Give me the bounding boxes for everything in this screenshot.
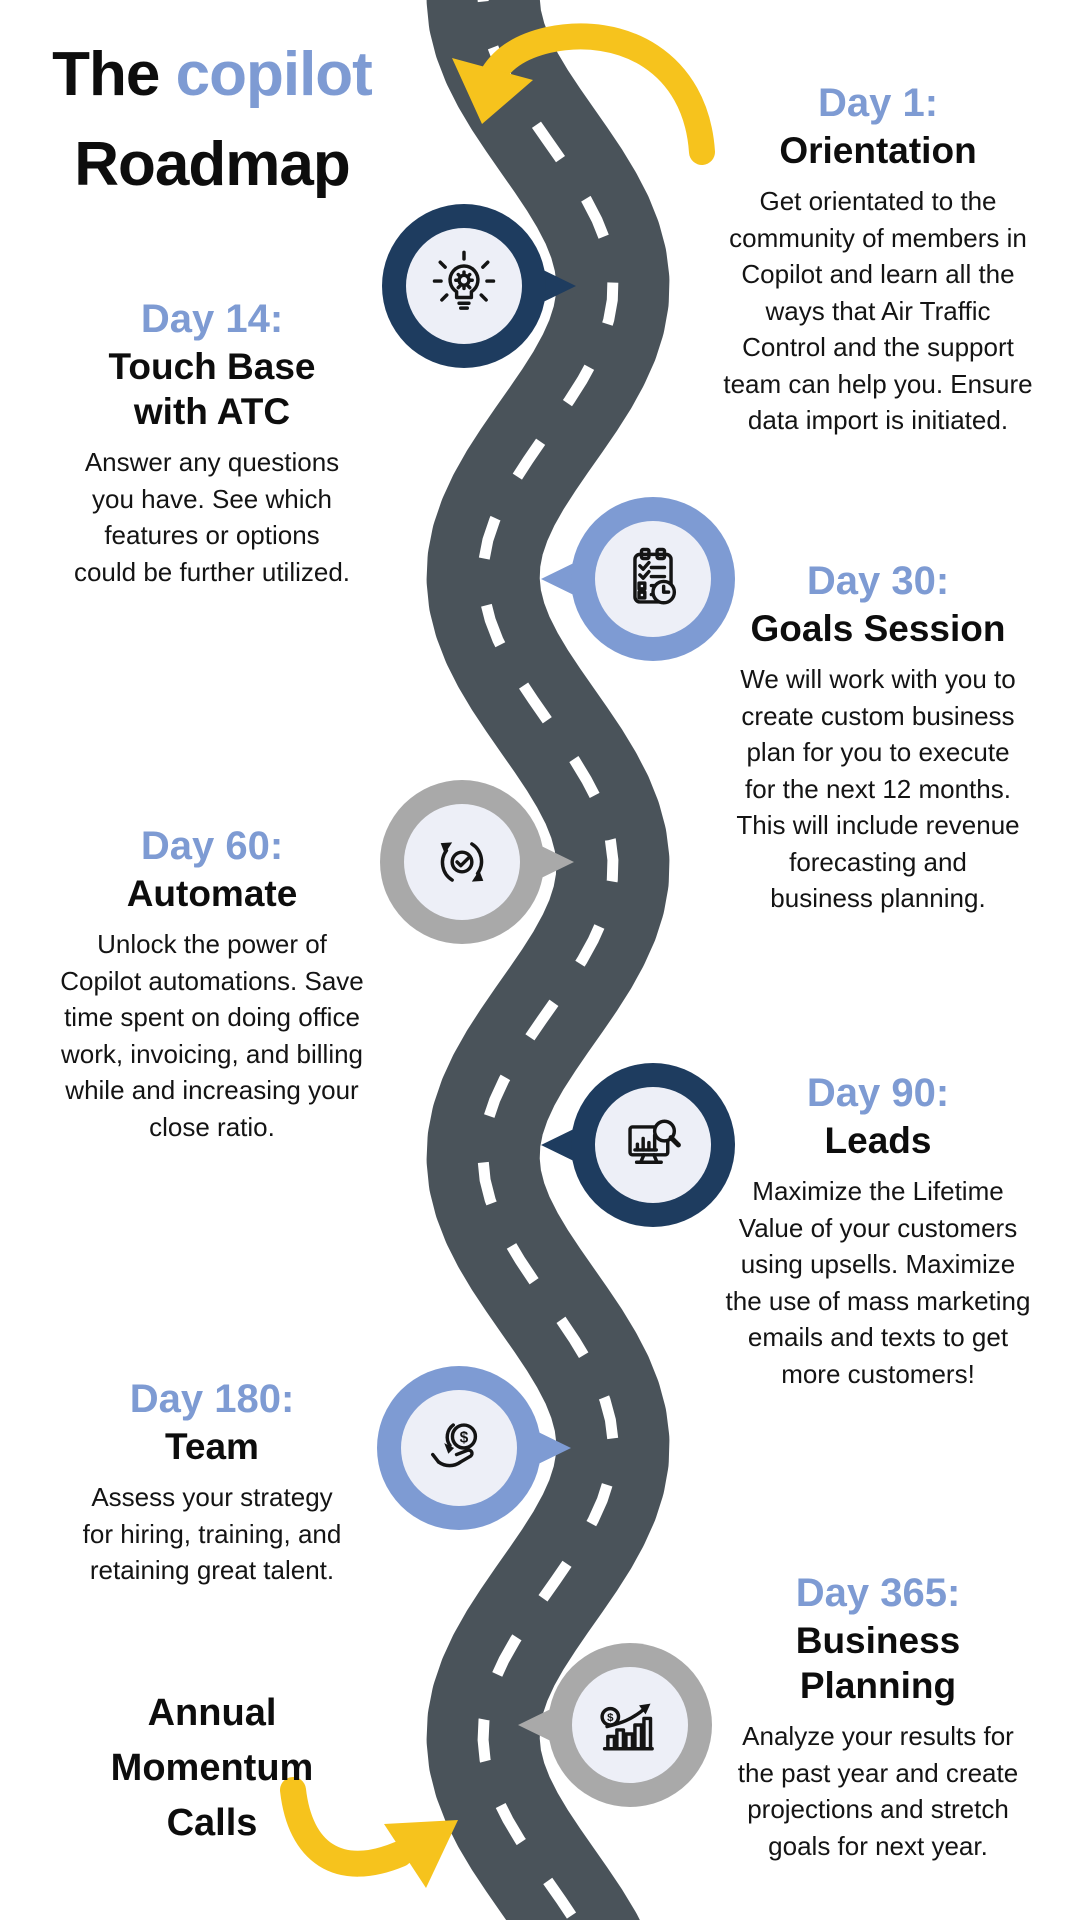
milestone-day365: Day 365: Business Planning Analyze your … bbox=[678, 1570, 1078, 1864]
milestone-body: Maximize the Lifetime Value of your cust… bbox=[725, 1176, 1031, 1389]
milestone-marker-day30 bbox=[541, 497, 735, 661]
milestone-body: We will work with you to create custom b… bbox=[736, 664, 1020, 913]
day-label: Day 90: bbox=[806, 1071, 950, 1115]
analytics-icon bbox=[628, 1119, 681, 1164]
checklist-icon bbox=[633, 547, 677, 605]
milestone-heading: Touch Base with ATC bbox=[108, 346, 316, 432]
milestone-marker-day90 bbox=[541, 1063, 735, 1227]
page-title-line1: The copilot bbox=[52, 40, 373, 109]
day-label: Day 14: bbox=[140, 297, 284, 341]
day-label: Day 30: bbox=[806, 559, 950, 603]
page-title: The copilot Roadmap bbox=[26, 30, 398, 210]
milestone-heading: Orientation bbox=[779, 130, 977, 171]
svg-text:$: $ bbox=[607, 1712, 614, 1724]
milestone-marker-day365: $ bbox=[518, 1643, 712, 1807]
milestone-day180: Day 180: Team Assess your strategy for h… bbox=[38, 1376, 386, 1589]
milestone-marker-day60 bbox=[380, 780, 574, 944]
milestone-body: Get orientated to the community of membe… bbox=[723, 186, 1033, 435]
milestone-day60: Day 60: Automate Unlock the power of Cop… bbox=[38, 823, 386, 1145]
marker-disc bbox=[595, 521, 711, 637]
milestone-day90: Day 90: Leads Maximize the Lifetime Valu… bbox=[678, 1070, 1078, 1392]
brand-word: copilot bbox=[175, 40, 373, 109]
milestone-heading: Leads bbox=[824, 1120, 932, 1161]
curved-arrow-top-icon bbox=[452, 23, 715, 165]
investment-icon: $ bbox=[431, 1423, 478, 1468]
annual-momentum-calls-label: Annual Momentum Calls bbox=[110, 1692, 314, 1844]
day-label: Day 1: bbox=[817, 81, 939, 125]
idea-icon bbox=[432, 250, 496, 310]
milestone-heading: Team bbox=[165, 1426, 259, 1467]
road-center-dashes bbox=[477, 0, 619, 1920]
page-title-line2: Roadmap bbox=[74, 130, 350, 199]
milestone-heading: Automate bbox=[126, 873, 298, 914]
milestone-heading: Goals Session bbox=[750, 608, 1006, 649]
milestone-body: Unlock the power of Copilot automations.… bbox=[60, 929, 364, 1142]
day-label: Day 180: bbox=[129, 1377, 295, 1421]
automation-icon bbox=[440, 842, 484, 882]
milestone-day30: Day 30: Goals Session We will work with … bbox=[678, 558, 1078, 917]
milestone-body: Answer any questions you have. See which… bbox=[73, 447, 351, 587]
milestone-body: Analyze your results for the past year a… bbox=[737, 1721, 1019, 1861]
curved-arrow-bottom-icon bbox=[280, 1777, 458, 1888]
milestone-heading: Business Planning bbox=[795, 1620, 961, 1706]
milestone-day14: Day 14: Touch Base with ATC Answer any q… bbox=[38, 296, 386, 590]
milestone-marker-day1 bbox=[382, 204, 576, 368]
day-label: Day 365: bbox=[795, 1571, 961, 1615]
marker-disc bbox=[572, 1667, 688, 1783]
milestone-body: Assess your strategy for hiring, trainin… bbox=[82, 1482, 342, 1585]
milestone-marker-day180: $ bbox=[377, 1366, 571, 1530]
svg-text:$: $ bbox=[460, 1429, 469, 1446]
day-label: Day 60: bbox=[140, 824, 284, 868]
milestone-day1: Day 1: Orientation Get orientated to the… bbox=[678, 80, 1078, 439]
growth-icon: $ bbox=[600, 1703, 654, 1751]
marker-disc bbox=[404, 804, 520, 920]
